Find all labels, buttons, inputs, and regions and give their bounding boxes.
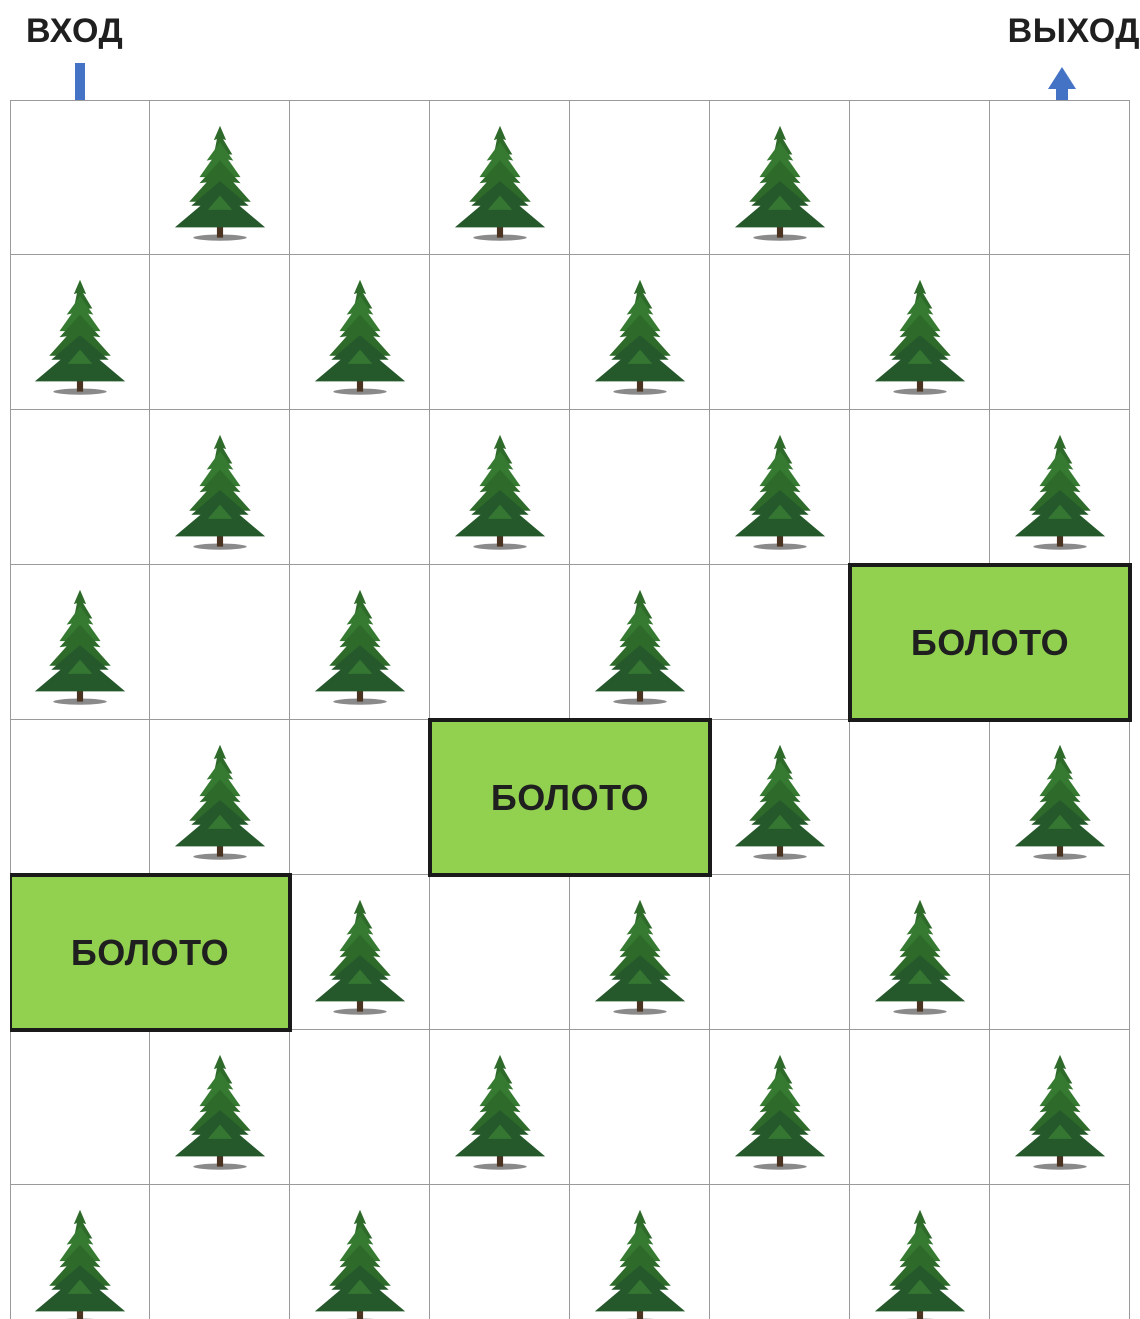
grid-cell[interactable] xyxy=(150,1185,290,1319)
grid-cell[interactable] xyxy=(850,720,990,875)
swamp-zone: БОЛОТО xyxy=(428,718,712,877)
fir-tree-icon xyxy=(868,1208,972,1319)
grid-cell[interactable] xyxy=(290,255,430,410)
grid-cell[interactable] xyxy=(990,100,1130,255)
grid-cell[interactable] xyxy=(290,720,430,875)
fir-tree-icon xyxy=(588,1208,692,1319)
fir-tree-icon xyxy=(308,278,412,396)
grid-cell[interactable] xyxy=(430,1185,570,1319)
grid-cell[interactable] xyxy=(990,410,1130,565)
swamp-zone: БОЛОТО xyxy=(848,563,1132,722)
fir-tree-icon xyxy=(868,278,972,396)
grid-cell[interactable] xyxy=(10,1030,150,1185)
fir-tree-icon xyxy=(728,123,832,241)
grid-cell[interactable] xyxy=(570,100,710,255)
swamp-label: БОЛОТО xyxy=(491,777,649,819)
grid-cell[interactable] xyxy=(290,100,430,255)
fir-tree-icon xyxy=(1008,743,1112,861)
fir-tree-icon xyxy=(448,1053,552,1171)
grid-cell[interactable] xyxy=(430,100,570,255)
grid-cell[interactable] xyxy=(710,410,850,565)
grid-cell[interactable] xyxy=(10,410,150,565)
grid-cell[interactable] xyxy=(290,1185,430,1319)
grid-cell[interactable] xyxy=(430,1030,570,1185)
grid-cell[interactable] xyxy=(990,875,1130,1030)
grid-cell[interactable] xyxy=(990,255,1130,410)
grid-cell[interactable] xyxy=(710,565,850,720)
swamp-label: БОЛОТО xyxy=(911,622,1069,664)
swamp-zone: БОЛОТО xyxy=(10,873,292,1032)
fir-tree-icon xyxy=(1008,433,1112,551)
swamp-label: БОЛОТО xyxy=(71,932,229,974)
grid-cell[interactable] xyxy=(710,1030,850,1185)
fir-tree-icon xyxy=(588,898,692,1016)
grid-cell[interactable] xyxy=(850,410,990,565)
grid-cell[interactable] xyxy=(710,875,850,1030)
grid-cell[interactable] xyxy=(710,255,850,410)
grid-cell[interactable] xyxy=(150,1030,290,1185)
grid-cell[interactable] xyxy=(290,410,430,565)
grid-cell[interactable] xyxy=(290,875,430,1030)
grid-cell[interactable] xyxy=(430,255,570,410)
grid-cell[interactable] xyxy=(990,1185,1130,1319)
entrance-label: ВХОД xyxy=(26,12,123,51)
fir-tree-icon xyxy=(28,278,132,396)
grid-cell[interactable] xyxy=(850,255,990,410)
grid-cell[interactable] xyxy=(10,255,150,410)
grid-cell[interactable] xyxy=(10,565,150,720)
grid-cell[interactable] xyxy=(850,875,990,1030)
fir-tree-icon xyxy=(308,898,412,1016)
grid-cell[interactable] xyxy=(430,875,570,1030)
fir-tree-icon xyxy=(28,588,132,706)
grid-cell[interactable] xyxy=(710,100,850,255)
grid-cell[interactable] xyxy=(570,875,710,1030)
grid-cell[interactable] xyxy=(850,1185,990,1319)
fir-tree-icon xyxy=(168,1053,272,1171)
grid-cell[interactable] xyxy=(10,720,150,875)
grid-cell[interactable] xyxy=(290,565,430,720)
fir-tree-icon xyxy=(868,898,972,1016)
fir-tree-icon xyxy=(1008,1053,1112,1171)
grid-cell[interactable] xyxy=(570,1185,710,1319)
grid-cell[interactable] xyxy=(570,565,710,720)
grid-cell[interactable] xyxy=(430,410,570,565)
fir-tree-icon xyxy=(588,588,692,706)
fir-tree-icon xyxy=(728,1053,832,1171)
grid-cell[interactable] xyxy=(850,1030,990,1185)
fir-tree-icon xyxy=(168,433,272,551)
grid-cell[interactable] xyxy=(570,1030,710,1185)
grid-cell[interactable] xyxy=(990,720,1130,875)
grid-cell[interactable] xyxy=(850,100,990,255)
grid-cell[interactable] xyxy=(290,1030,430,1185)
grid-cell[interactable] xyxy=(710,720,850,875)
grid-cell[interactable] xyxy=(570,255,710,410)
grid-cell[interactable] xyxy=(10,100,150,255)
forest-board: БОЛОТО БОЛОТО БОЛОТО xyxy=(10,100,1140,1319)
grid-cell[interactable] xyxy=(430,565,570,720)
fir-tree-icon xyxy=(728,433,832,551)
grid-cell[interactable] xyxy=(150,565,290,720)
fir-tree-icon xyxy=(28,1208,132,1319)
fir-tree-icon xyxy=(168,123,272,241)
grid-cell[interactable] xyxy=(150,100,290,255)
fir-tree-icon xyxy=(308,1208,412,1319)
grid-cell[interactable] xyxy=(990,1030,1130,1185)
grid-cell[interactable] xyxy=(710,1185,850,1319)
fir-tree-icon xyxy=(308,588,412,706)
exit-label: ВЫХОД xyxy=(1008,12,1140,51)
grid-cell[interactable] xyxy=(10,1185,150,1319)
grid-cell[interactable] xyxy=(150,255,290,410)
grid-cell[interactable] xyxy=(150,720,290,875)
fir-tree-icon xyxy=(448,123,552,241)
grid-cell[interactable] xyxy=(570,410,710,565)
grid-cell[interactable] xyxy=(150,410,290,565)
fir-tree-icon xyxy=(588,278,692,396)
fir-tree-icon xyxy=(168,743,272,861)
fir-tree-icon xyxy=(448,433,552,551)
fir-tree-icon xyxy=(728,743,832,861)
